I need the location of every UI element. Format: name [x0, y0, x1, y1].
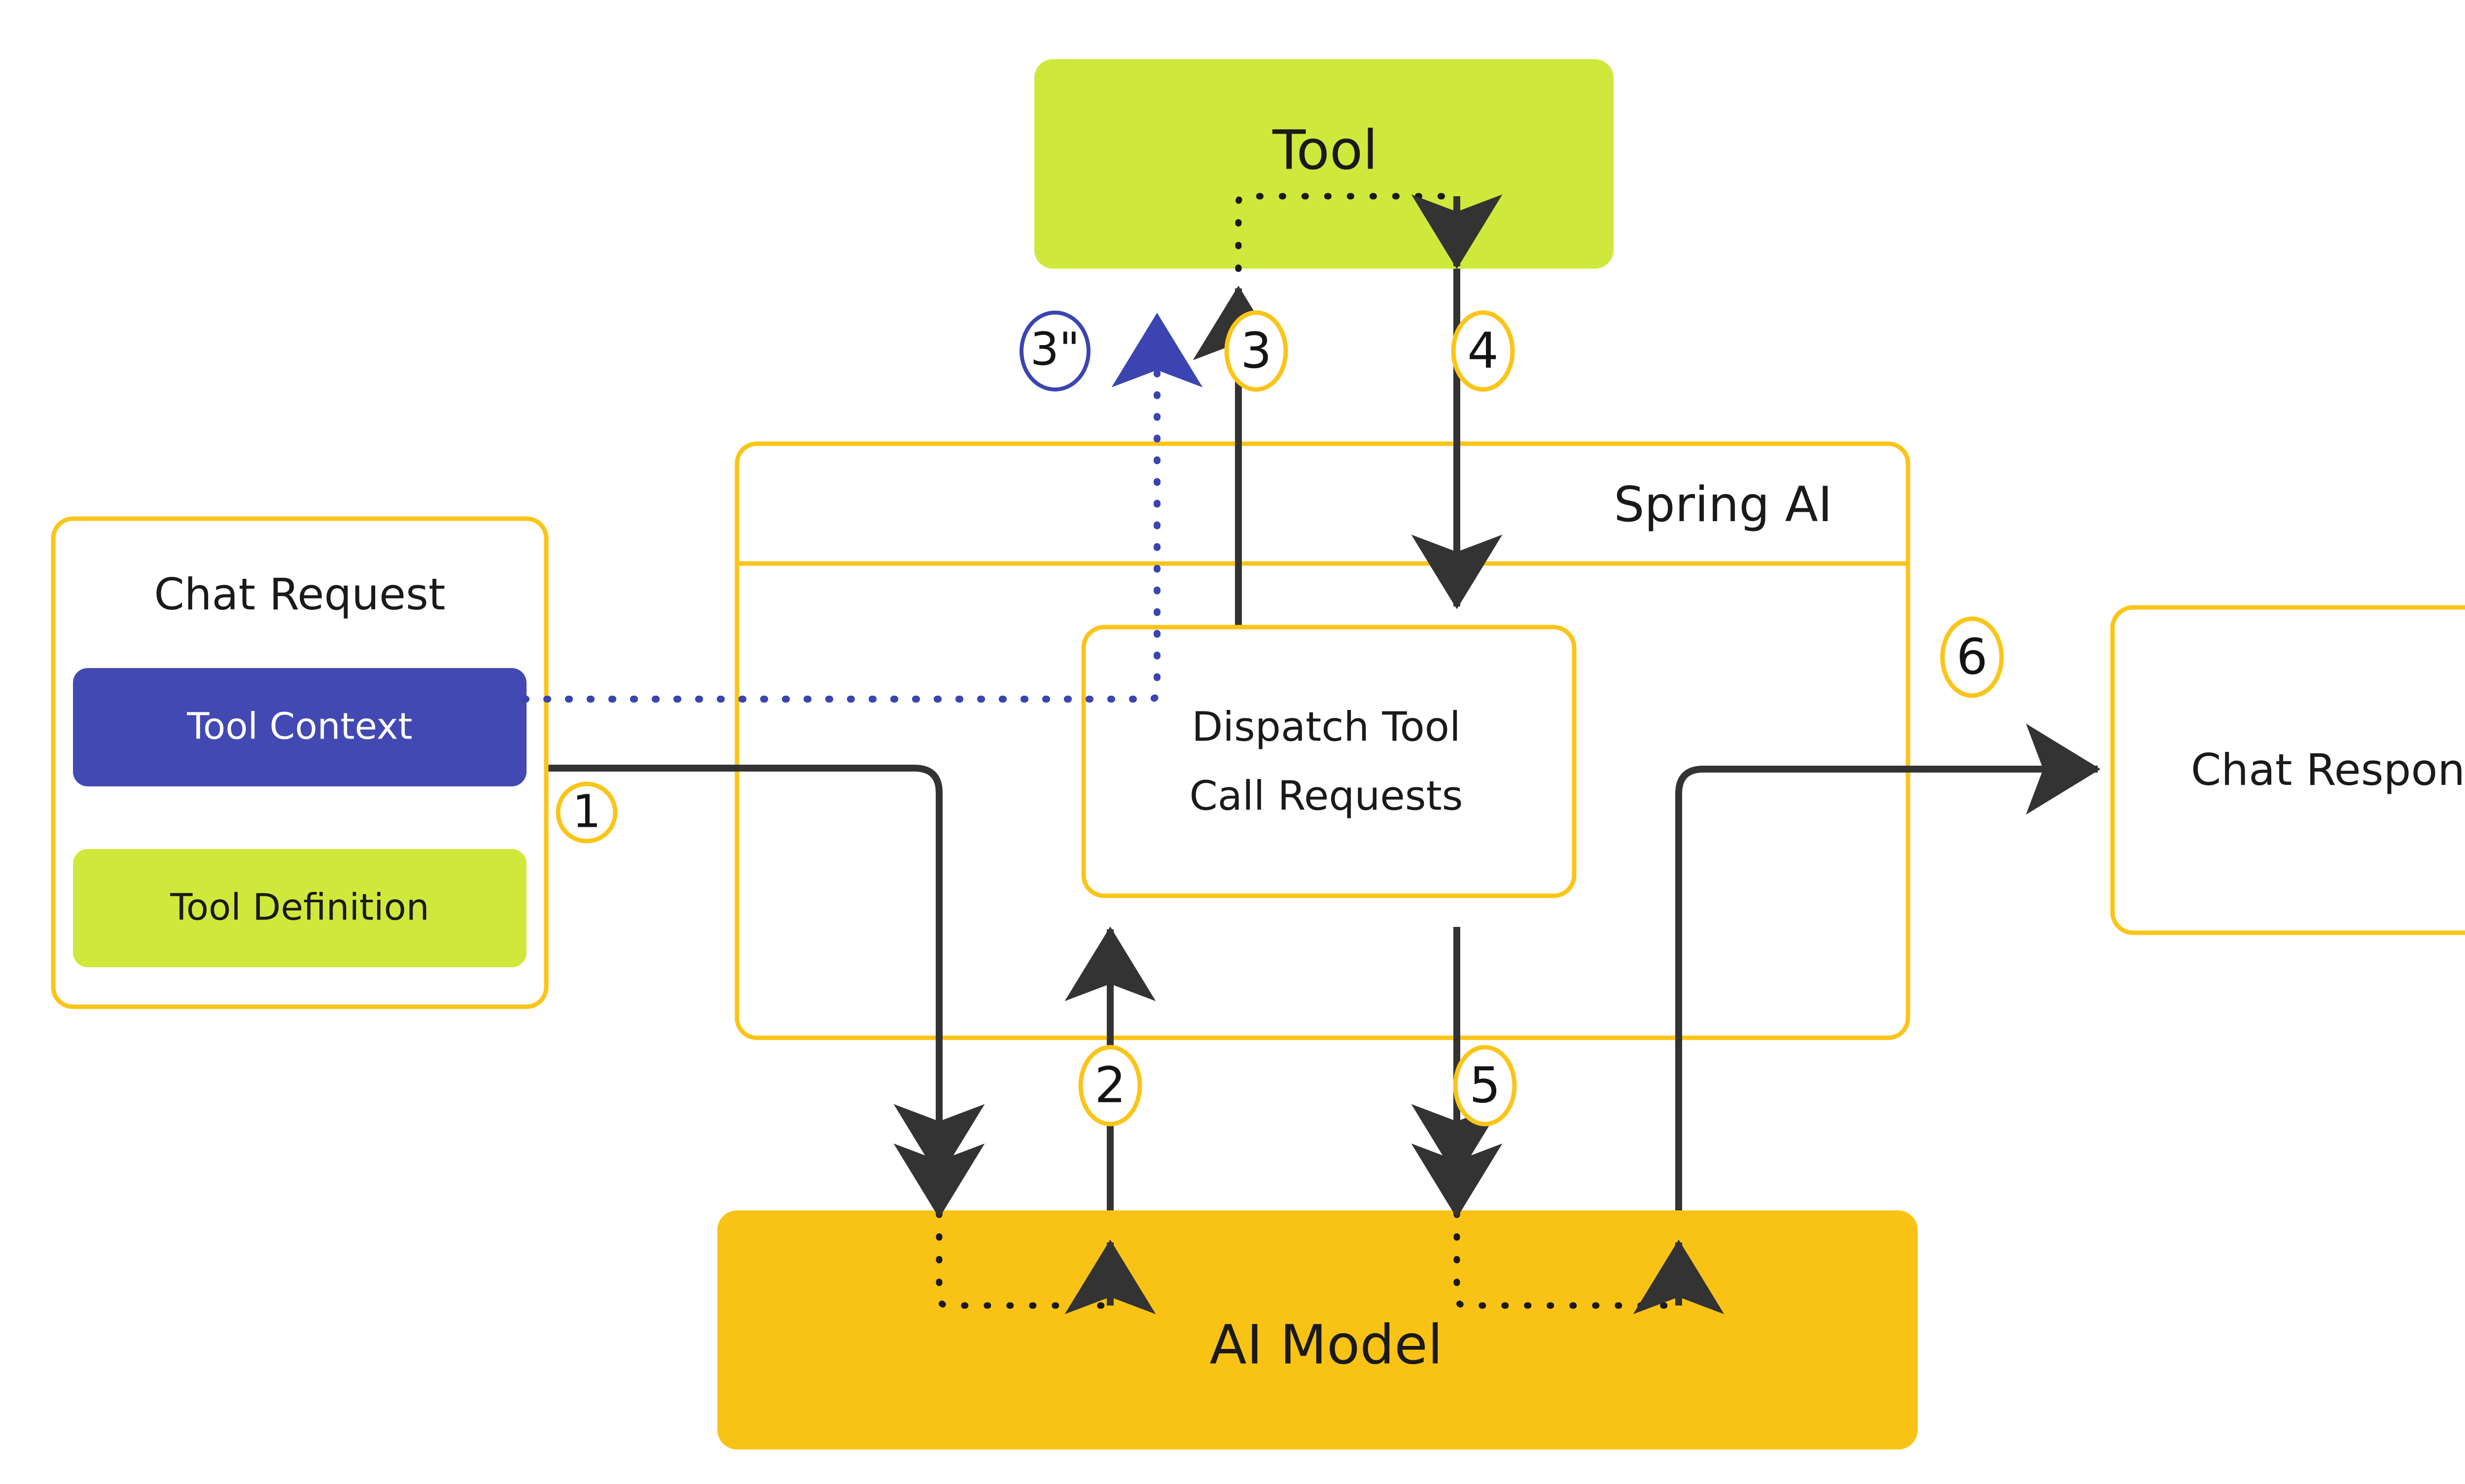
step-5-label: 5 — [1469, 1056, 1501, 1114]
step-badge-3-double-prime: 3" — [1020, 311, 1091, 391]
dispatch-label-line2: Call Requests — [1190, 773, 1463, 819]
step-badge-5: 5 — [1453, 1045, 1517, 1127]
tool-label: Tool — [1272, 118, 1378, 181]
step-5-outline — [1453, 1045, 1517, 1127]
step-badge-2: 2 — [1078, 1045, 1142, 1127]
ai-model-dotted-left — [936, 1210, 1107, 1309]
edge-6-group — [1633, 723, 2101, 1309]
ai-model-dotted-right — [1453, 1210, 1676, 1309]
tool-definition-label: Tool Definition — [170, 886, 429, 929]
ai-model-internal-connectors — [893, 1143, 1725, 1314]
step-4-label: 4 — [1467, 321, 1499, 379]
step-1-outline — [556, 781, 618, 844]
node-chat-response[interactable]: Chat Response — [2110, 605, 2465, 935]
step-badge-1: 1 — [556, 781, 618, 844]
tool-definition-chip[interactable] — [73, 849, 527, 967]
chat-response-label: Chat Response — [2191, 744, 2465, 795]
edge-1-path — [537, 765, 985, 1179]
ai-model-label: AI Model — [1210, 1313, 1443, 1376]
node-dispatch-tool-call-requests[interactable]: Dispatch Tool Call Requests — [1081, 625, 1577, 898]
chat-response-box[interactable] — [2110, 605, 2465, 935]
node-tool[interactable]: Tool — [1034, 59, 1614, 269]
step-3-label: 3 — [1240, 321, 1272, 379]
dispatch-box[interactable] — [1081, 625, 1577, 898]
tool-context-chip[interactable] — [73, 668, 527, 786]
step-3-outline — [1224, 310, 1288, 392]
edge-6-path — [1633, 723, 2101, 1309]
tool-internal-dotted — [1235, 193, 1457, 272]
step-2-label: 2 — [1094, 1056, 1126, 1114]
spring-ai-title: Spring AI — [1614, 477, 1832, 533]
step-1-label: 1 — [572, 785, 601, 838]
step-6-outline — [1940, 616, 2004, 698]
ai-model-box[interactable] — [717, 1210, 1918, 1449]
step-badge-3: 3 — [1224, 310, 1288, 392]
dispatch-label-line1: Dispatch Tool — [1192, 704, 1461, 750]
step-6-label: 6 — [1956, 628, 1988, 685]
node-ai-model[interactable]: AI Model — [717, 1210, 1918, 1449]
tool-context-label: Tool Context — [186, 706, 412, 748]
step-3dd-label: 3" — [1030, 322, 1080, 375]
step-badge-4: 4 — [1451, 310, 1515, 392]
step-2-outline — [1078, 1045, 1142, 1127]
chat-request-title: Chat Request — [154, 569, 445, 620]
step-4-outline — [1451, 310, 1515, 392]
step-3dd-outline — [1020, 311, 1091, 391]
step-badge-6: 6 — [1940, 616, 2004, 698]
edge-3dd-overlay — [522, 620, 1161, 703]
node-chat-request[interactable]: Chat Request Tool Context Tool Definitio… — [51, 516, 549, 1009]
